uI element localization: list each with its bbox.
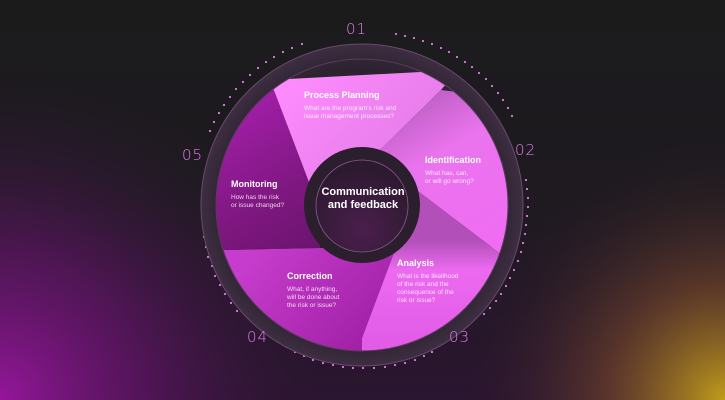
step-title: Analysis [397, 258, 435, 268]
desc-line: What, if anything, [287, 286, 338, 293]
desc-line: or issue changed? [231, 202, 285, 209]
desc-line: consequence of the [397, 289, 454, 296]
step-analysis: Analysis What is the likelihood of the r… [397, 258, 458, 305]
step-title: Identification [425, 155, 481, 165]
step-number-05: 05 [182, 146, 204, 164]
desc-line: issue management processes? [304, 113, 394, 120]
desc-line: What has, can, [425, 170, 469, 177]
center-label: Communication and feedback [308, 186, 418, 212]
segment-process-planning[interactable] [270, 70, 458, 185]
desc-line: How has the risk [231, 194, 280, 201]
center-circle[interactable] [315, 159, 409, 253]
desc-line: of the risk and the [397, 281, 449, 288]
desc-line: or will go wrong? [425, 178, 474, 185]
step-number-02: 02 [515, 141, 537, 159]
center-label-line2: and feedback [327, 199, 399, 211]
dotted-orbit [200, 32, 530, 370]
step-title: Monitoring [231, 179, 278, 189]
step-correction: Correction What, if anything, will be do… [287, 271, 339, 310]
desc-line: risk or issue? [397, 297, 436, 304]
step-description: What are the program's risk and issue ma… [304, 105, 396, 121]
step-process-planning: Process Planning What are the program's … [304, 90, 396, 121]
step-description: What has, can, or will go wrong? [425, 170, 481, 186]
step-number-01: 01 [346, 20, 368, 38]
step-description: What is the likelihood of the risk and t… [397, 273, 458, 305]
desc-line: will be done about [287, 294, 340, 301]
step-description: What, if anything, will be done about th… [287, 286, 339, 310]
desc-line: What is the likelihood [397, 273, 459, 280]
center-label-line1: Communication [321, 186, 405, 198]
desc-line: the risk or issue? [287, 302, 337, 309]
segment-identification[interactable] [380, 90, 520, 270]
step-monitoring: Monitoring How has the risk or issue cha… [231, 179, 284, 210]
step-identification: Identification What has, can, or will go… [425, 155, 481, 186]
step-number-04: 04 [247, 328, 269, 346]
step-title: Process Planning [304, 90, 380, 100]
step-title: Correction [287, 271, 333, 281]
step-description: How has the risk or issue changed? [231, 194, 284, 210]
desc-line: What are the program's risk and [304, 105, 397, 112]
step-number-03: 03 [449, 328, 471, 346]
